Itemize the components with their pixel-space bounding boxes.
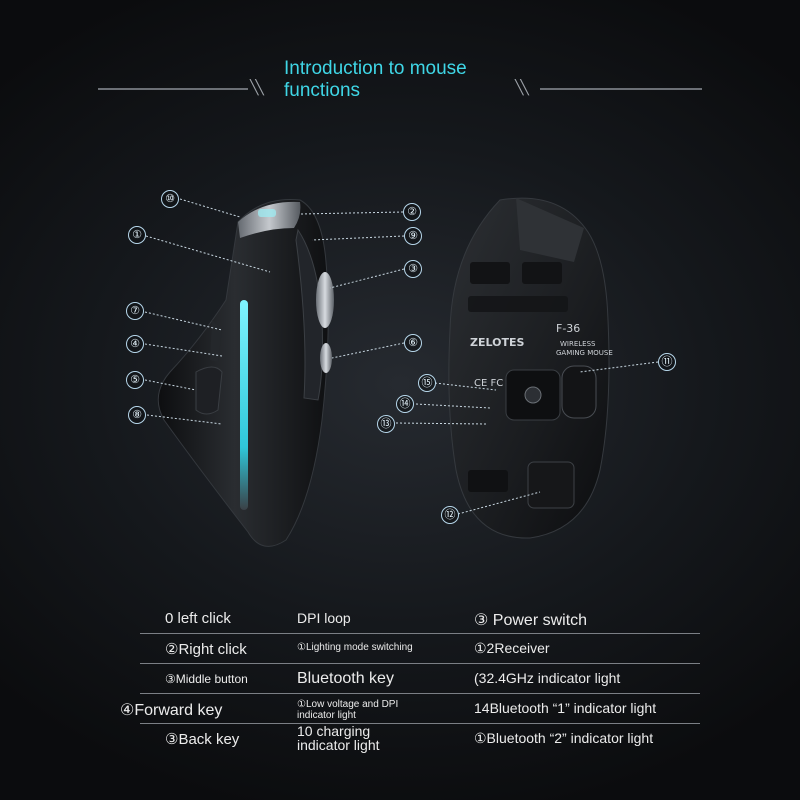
callout-15: ⑮ — [418, 374, 436, 392]
callout-8: ⑧ — [128, 406, 146, 424]
callout-4: ④ — [126, 335, 144, 353]
mouse-illustration: ZELOTES F-36 WIRELESS GAMING MOUSE CE FC — [144, 197, 659, 547]
leader-lines — [144, 198, 659, 515]
callout-9: ⑨ — [404, 227, 422, 245]
function-middle-button: ③Middle button — [165, 672, 248, 686]
function-bluetooth-2-indicator: ①Bluetooth “2” indicator light — [474, 730, 654, 746]
function-bluetooth-1-indicator: 14Bluetooth “1” indicator light — [474, 700, 657, 716]
model-label: F-36 — [556, 322, 580, 335]
mouse-bottom-view: ZELOTES F-36 WIRELESS GAMING MOUSE CE FC — [448, 197, 613, 539]
callout-2: ② — [403, 203, 421, 221]
title-line-1: Introduction to mouse — [284, 58, 467, 79]
title-line-2: functions — [284, 80, 361, 101]
brand-label: ZELOTES — [470, 336, 524, 349]
callout-5: ⑤ — [126, 371, 144, 389]
function-charging-indicator: 10 charging indicator light — [297, 723, 380, 753]
gaming-mouse-label: GAMING MOUSE — [556, 349, 613, 357]
function-lighting-mode: ①Lighting mode switching — [297, 642, 413, 653]
function-back-key: ③Back key — [165, 731, 240, 748]
chevron-right-decoration: ╲╲ — [515, 80, 529, 96]
function-bluetooth-key: Bluetooth key — [297, 670, 394, 687]
function-forward-key: ④Forward key — [120, 702, 223, 719]
function-table: 0 left click DPI loop ③ Power switch ②Ri… — [120, 604, 700, 753]
table-row: ④Forward key ①Low voltage and DPI indica… — [120, 694, 700, 724]
table-row: ②Right click ①Lighting mode switching ①2… — [140, 634, 700, 664]
table-row: 0 left click DPI loop ③ Power switch — [140, 604, 700, 634]
callout-12: ⑫ — [441, 506, 459, 524]
callout-7: ⑦ — [126, 302, 144, 320]
table-row: ③Back key 10 charging indicator light ①B… — [140, 724, 700, 753]
callout-1: ① — [128, 226, 146, 244]
function-right-click: ②Right click — [165, 641, 247, 658]
callout-14: ⑭ — [396, 395, 414, 413]
callout-6: ⑥ — [404, 334, 422, 352]
title-rule-left — [98, 88, 248, 90]
callout-11: ⑪ — [658, 353, 676, 371]
function-24ghz-indicator: (32.4GHz indicator light — [474, 670, 621, 686]
title-rule-right — [540, 88, 702, 90]
wireless-label: WIRELESS — [560, 340, 596, 348]
page-title: Introduction to mouse functions — [284, 58, 524, 102]
mouse-side-view — [157, 198, 334, 547]
function-power-switch: ③ Power switch — [474, 612, 588, 629]
function-receiver: ①2Receiver — [474, 640, 550, 656]
callout-13: ⑬ — [377, 415, 395, 433]
table-row: ③Middle button Bluetooth key (32.4GHz in… — [140, 664, 700, 694]
function-dpi-loop: DPI loop — [297, 610, 351, 626]
callout-10: ⑩ — [161, 190, 179, 208]
function-low-voltage-dpi: ①Low voltage and DPI indicator light — [297, 699, 399, 721]
function-left-click: 0 left click — [165, 610, 231, 627]
ce-fc-mark: CE FC — [474, 378, 503, 389]
callout-3: ③ — [404, 260, 422, 278]
chevron-left-decoration: ╲╲ — [250, 80, 264, 96]
